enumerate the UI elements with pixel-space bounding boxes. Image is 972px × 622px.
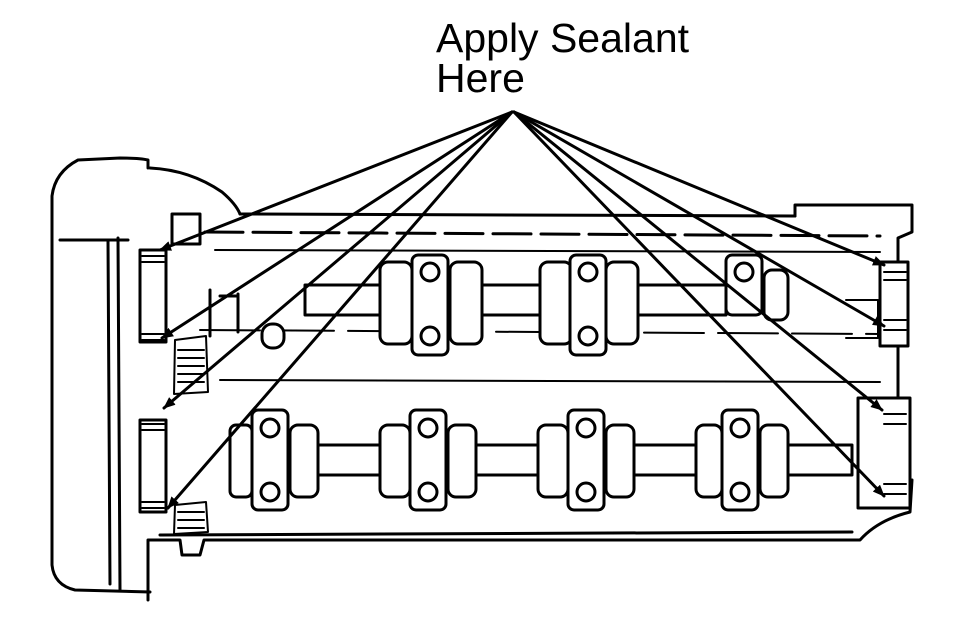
leader-arrow: [166, 110, 514, 510]
right-end-seals: [845, 260, 912, 510]
leader-arrow: [160, 110, 514, 340]
upper-camshaft: [208, 253, 790, 357]
left-end-seals: [138, 212, 209, 535]
callout-line-2: Here: [436, 55, 525, 101]
leader-arrow: [512, 110, 886, 328]
leader-arrow: [158, 110, 514, 252]
leader-arrow: [512, 110, 886, 267]
callout-line-1: Apply Sealant: [436, 15, 690, 61]
sealant-leader-arrows: [158, 110, 886, 510]
head-casting: [146, 203, 914, 602]
leader-arrow: [512, 110, 884, 412]
sealant-callout: Apply Sealant Here: [436, 15, 690, 101]
leader-arrow: [162, 110, 514, 410]
timing-cover: [50, 156, 242, 594]
lower-camshaft: [228, 408, 854, 512]
leader-arrow: [512, 110, 886, 498]
